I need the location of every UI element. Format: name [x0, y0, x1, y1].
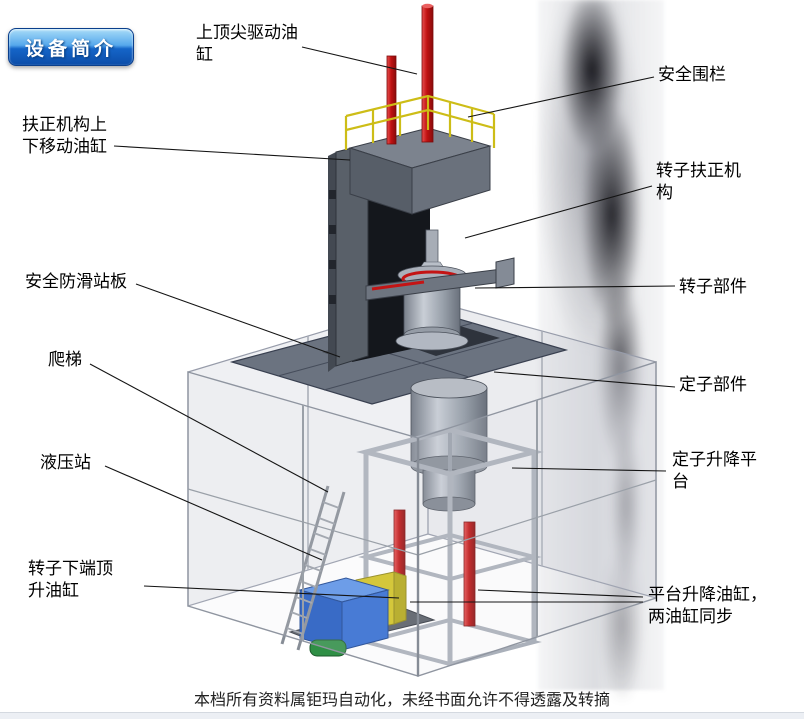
annotation-stator-lift: 定子升降平台 [672, 450, 757, 492]
annotation-antislip-board: 安全防滑站板 [25, 272, 127, 291]
annotation-top-cylinder: 上顶尖驱动油缸 [196, 23, 298, 65]
annotation-platform-cylinders: 平台升降油缸，两油缸同步 [648, 585, 767, 627]
annotation-rotor-centering: 转子扶正机构 [656, 161, 741, 203]
annotation-stator-part: 定子部件 [679, 375, 747, 394]
annotation-ladder: 爬梯 [48, 350, 82, 369]
access-ladder [280, 485, 346, 651]
title-badge: 设备简介 [8, 28, 134, 66]
annotation-centering-cylinder: 扶正机构上下移动油缸 [22, 115, 107, 157]
press-head [348, 127, 492, 215]
footer-note: 本档所有资料属钜玛自动化，未经书面允许不得透露及转摘 [193, 692, 610, 709]
top-drive-cylinder-rods [386, 3, 434, 145]
rotor-centering-arm [365, 257, 515, 301]
title-badge-label: 设备简介 [24, 38, 117, 60]
annotation-safety-fence: 安全围栏 [658, 65, 726, 84]
bottom-strip [0, 712, 804, 719]
annotation-rotor-jack: 转子下端顶升油缸 [28, 559, 113, 601]
annotation-hydraulic-station: 液压站 [40, 453, 91, 472]
safety-fence-railing [344, 94, 496, 150]
annotation-rotor-part: 转子部件 [679, 277, 747, 296]
